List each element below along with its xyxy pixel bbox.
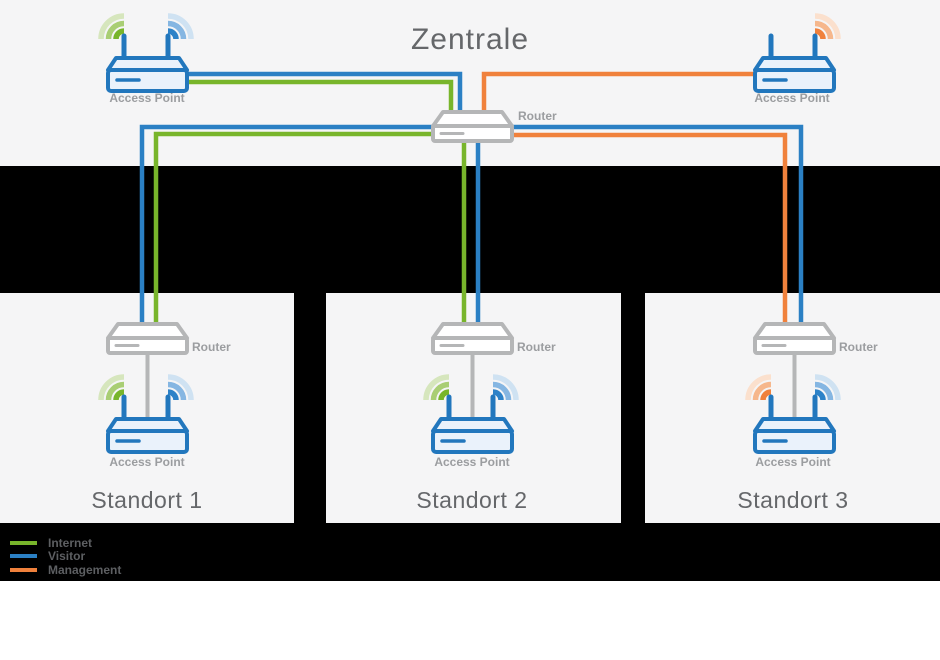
router-label-zentrale: Router: [518, 109, 557, 123]
management-line-branch: [480, 132, 788, 325]
router-label-site3: Router: [839, 340, 878, 354]
legend: Internet Visitor Management: [10, 536, 121, 577]
ap-label-site2: Access Point: [434, 455, 510, 469]
router-icon: [755, 324, 834, 353]
ap-label-site3: Access Point: [755, 455, 831, 469]
zentrale-title: Zentrale: [410, 23, 530, 56]
wifi-icon-visitor: [815, 377, 838, 400]
router-label-site2: Router: [517, 340, 556, 354]
legend-label-internet: Internet: [48, 535, 93, 550]
internet-line-branch: [153, 131, 467, 325]
ap-label-zentrale-left: Access Point: [109, 91, 185, 105]
wifi-icon-management: [748, 377, 771, 400]
legend-swatch-management: [10, 567, 37, 572]
legend-item-management: Management: [10, 563, 121, 577]
wifi-icon-visitor: [168, 377, 191, 400]
wifi-icon-visitor: [493, 377, 516, 400]
visitor-line-uplink: [186, 71, 463, 122]
router-icon: [433, 324, 512, 353]
router-label-site1: Router: [192, 340, 231, 354]
ap-label-zentrale-right: Access Point: [754, 91, 830, 105]
internet-line-uplink: [186, 79, 454, 122]
legend-swatch-visitor: [10, 554, 37, 559]
legend-label-visitor: Visitor: [48, 549, 86, 564]
legend-item-visitor: Visitor: [10, 550, 121, 564]
router-icon: [108, 324, 187, 353]
router-icon: [433, 112, 512, 141]
site-title-2: Standort 2: [416, 487, 528, 513]
ap-label-site1: Access Point: [109, 455, 185, 469]
visitor-line-bus: [139, 124, 804, 325]
legend-label-management: Management: [48, 562, 122, 577]
legend-item-internet: Internet: [10, 536, 121, 550]
wifi-icon-internet: [426, 377, 449, 400]
site-title-3: Standort 3: [737, 487, 849, 513]
management-line-uplink: [481, 71, 756, 122]
site-title-1: Standort 1: [91, 487, 203, 513]
wifi-icon-internet: [101, 377, 124, 400]
legend-swatch-internet: [10, 540, 37, 545]
